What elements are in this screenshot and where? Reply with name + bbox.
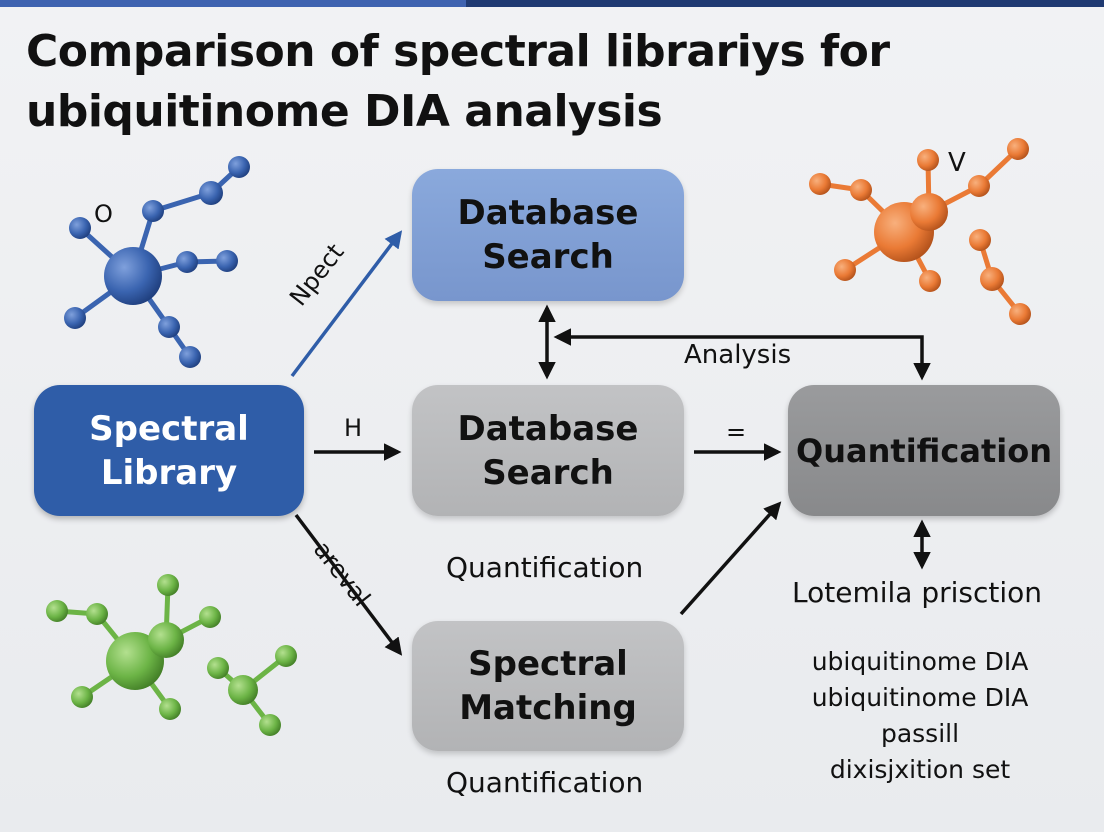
edge-label-h: H: [344, 414, 363, 442]
node-spectral-library-line2: Library: [100, 452, 238, 493]
node-database-search-top-line2: Search: [482, 237, 614, 277]
node-quantification: Quantification: [788, 385, 1060, 516]
note-line-1: ubiquitinome DIA: [811, 647, 1029, 676]
node-spectral-library: Spectral Library: [34, 385, 304, 516]
arrow-analysis-connector: [553, 328, 931, 381]
node-database-search-mid-line2: Search: [482, 452, 614, 493]
orange-molecule-icon: [809, 138, 1031, 325]
note-line-4: dixisjxition set: [829, 755, 1011, 784]
caption-quantification-mid: Quantification: [446, 551, 644, 584]
title-line-1: Comparison of spectral librariys for: [26, 26, 890, 77]
note-line-2: ubiquitinome DIA: [811, 683, 1029, 712]
blue-molecule-icon: [64, 156, 250, 368]
caption-quantification-matching: Quantification: [446, 766, 644, 799]
arrow-library-to-search-top: [290, 230, 403, 378]
node-quantification-label: Quantification: [796, 431, 1052, 470]
arrow-matching-to-quant: [679, 501, 782, 616]
green-molecule-icon: [46, 574, 297, 736]
title-line-2: ubiquitinome DIA analysis: [26, 86, 663, 137]
notes-block: ubiquitinome DIA ubiquitinome DIA passil…: [780, 644, 1060, 788]
caption-lotemila: Lotemila prisction: [792, 576, 1043, 609]
edge-label-analysis: Analysis: [684, 340, 792, 370]
node-database-search-top: Database Search: [412, 169, 684, 301]
note-line-3: passill: [880, 719, 960, 748]
orange-molecule-label: V: [948, 148, 966, 178]
node-spectral-matching: Spectral Matching: [412, 621, 684, 751]
node-database-search-top-line1: Database: [457, 193, 639, 233]
node-database-search-mid: Database Search: [412, 385, 684, 516]
node-database-search-mid-line1: Database: [457, 408, 639, 449]
arrow-library-to-matching: [294, 513, 403, 656]
top-accent-bar-dark: [466, 0, 1104, 7]
node-spectral-matching-line1: Spectral: [468, 644, 628, 684]
top-accent-bar: [0, 0, 1104, 7]
top-accent-bar-light: [0, 0, 466, 7]
blue-molecule-label: O: [94, 200, 113, 228]
page-title: Comparison of spectral librariys for ubi…: [26, 22, 926, 142]
node-spectral-matching-line2: Matching: [459, 688, 637, 728]
node-spectral-library-line1: Spectral: [89, 408, 249, 449]
edge-label-equals: =: [726, 418, 747, 446]
